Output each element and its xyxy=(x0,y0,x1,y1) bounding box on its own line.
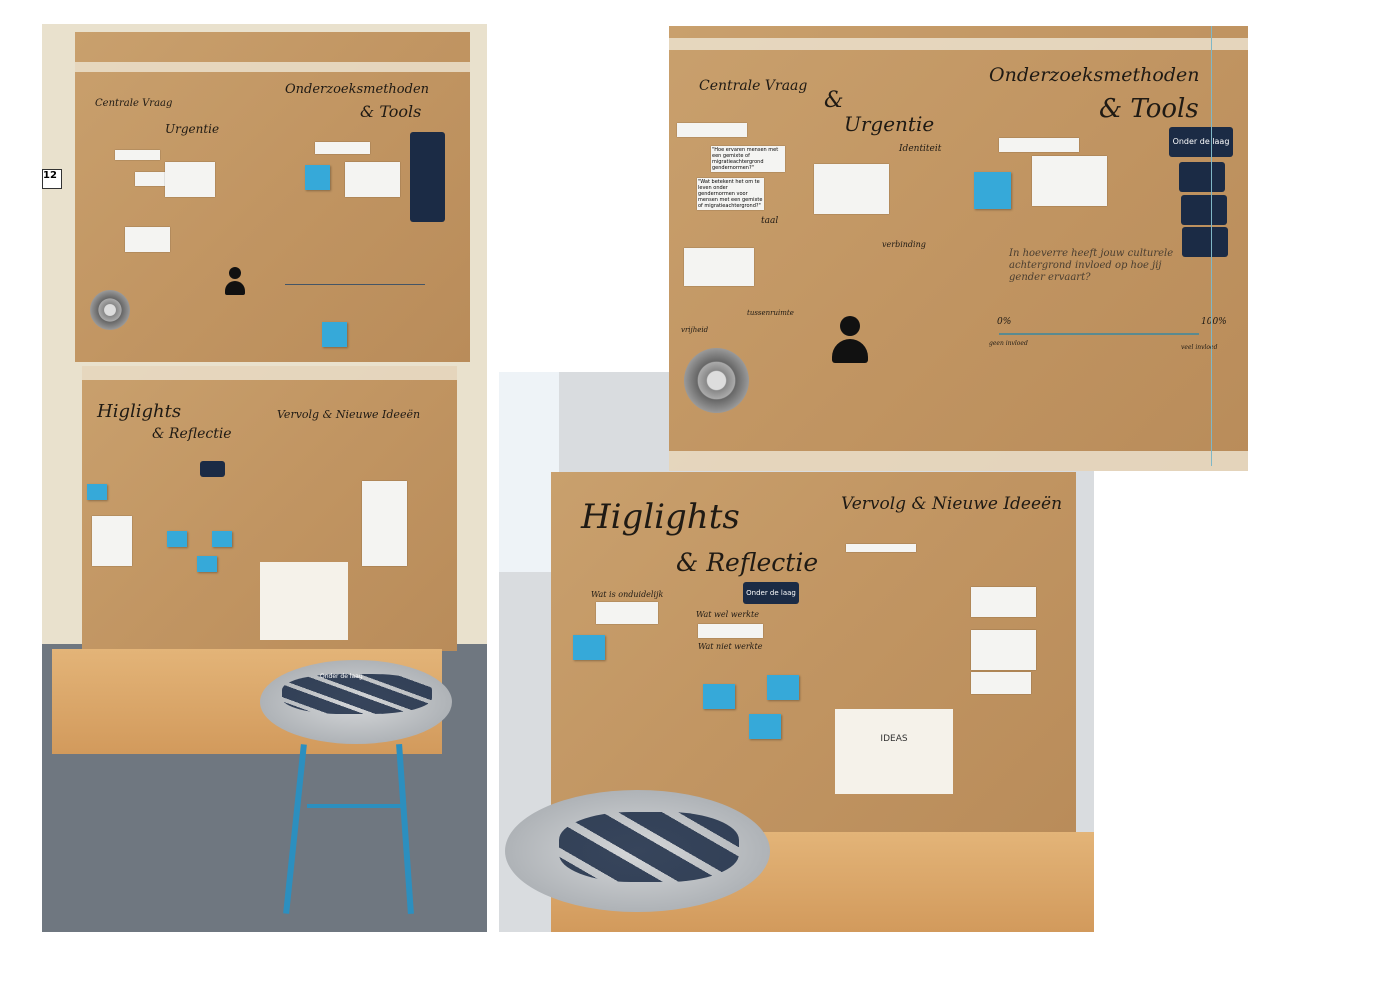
heading-onderzoeksmethoden: Onderzoeksmethoden xyxy=(285,82,430,97)
disc xyxy=(684,348,749,413)
sticky-note xyxy=(749,714,781,739)
card xyxy=(200,461,225,477)
survey-question: In hoeverre heeft jouw culturele achterg… xyxy=(1009,248,1174,283)
label-identiteit: Identiteit xyxy=(899,144,942,154)
heading-onderzoeksmethoden: Onderzoeksmethoden xyxy=(989,64,1200,86)
text-slip xyxy=(684,248,754,286)
scale-min-label: geen invloed xyxy=(989,340,1028,347)
heading-highlights: Higlights xyxy=(97,401,182,422)
sticky-note xyxy=(167,531,187,547)
scale-line xyxy=(999,333,1199,335)
text-slip xyxy=(1032,156,1107,206)
mindmap-center: IDEAS xyxy=(880,734,908,744)
tape-strip xyxy=(82,366,457,380)
sticky-note xyxy=(974,172,1011,209)
scale-max: 100% xyxy=(1201,317,1227,327)
label-vrijheid: vrijheid xyxy=(681,326,709,334)
text-slip xyxy=(999,138,1079,152)
text-slip xyxy=(971,587,1036,617)
board-bottom: Higlights & Reflectie Vervolg & Nieuwe I… xyxy=(82,366,457,651)
sticky-note xyxy=(322,322,347,347)
sticky-note xyxy=(703,684,735,709)
card xyxy=(1181,195,1227,225)
text-slip xyxy=(814,164,889,214)
photo-top-board: Centrale Vraag & Urgentie Onderzoeksmeth… xyxy=(669,26,1248,471)
person-figure xyxy=(225,267,245,295)
board-bottom-closeup: Higlights & Reflectie Vervolg & Nieuwe I… xyxy=(551,472,1076,832)
sticky-note xyxy=(212,531,232,547)
stool-rung xyxy=(307,804,402,808)
mindmap-sheet: IDEAS xyxy=(835,709,953,794)
text-slip xyxy=(362,481,407,566)
card-onder-de-laag: Onder de laag xyxy=(1169,127,1233,157)
text-slip xyxy=(115,150,160,160)
sticky-note xyxy=(197,556,217,572)
quote-2: "Wat betekent het om te leven onder gend… xyxy=(697,178,764,210)
heading-reflectie: & Reflectie xyxy=(152,426,232,442)
sticky-note xyxy=(767,675,799,700)
heading-tools: & Tools xyxy=(360,102,422,121)
label-werkte: Wat wel werkte xyxy=(696,610,759,619)
string-line xyxy=(1211,26,1212,466)
text-slip xyxy=(315,142,370,154)
card xyxy=(1179,162,1225,192)
window xyxy=(499,372,559,572)
person-figure xyxy=(832,316,868,364)
tape-strip xyxy=(75,62,470,72)
wall-sign: 12 xyxy=(42,169,62,189)
photo-full-board: 12 Centrale Vraag Urgentie Onderzoeksmet… xyxy=(42,24,487,932)
mindmap-sheet xyxy=(260,562,348,640)
heading-vervolg: Vervolg & Nieuwe Ideeën xyxy=(277,408,421,421)
heading-highlights: Higlights xyxy=(581,497,740,537)
sticky-note xyxy=(87,484,107,500)
card-stack xyxy=(410,132,445,222)
heading-ampersand: & xyxy=(824,88,844,113)
quote-1: "Hoe ervaren mensen met een gemixte of m… xyxy=(711,146,785,172)
text-slip xyxy=(345,162,400,197)
sticky-note xyxy=(573,635,605,660)
label-onduidelijk: Wat is onduidelijk xyxy=(591,590,664,599)
text-slip xyxy=(125,227,170,252)
text-slip xyxy=(165,162,215,197)
text-slip xyxy=(971,630,1036,670)
heading-centrale-vraag: Centrale Vraag xyxy=(699,78,808,94)
text-slip xyxy=(92,516,132,566)
card xyxy=(1182,227,1228,257)
scale-min: 0% xyxy=(997,317,1012,327)
scale-max-label: veel invloed xyxy=(1181,344,1218,351)
text-slip xyxy=(677,123,747,137)
heading-vervolg: Vervolg & Nieuwe Ideeën xyxy=(841,494,1063,514)
label-niet-werkte: Wat niet werkte xyxy=(698,642,763,651)
tray-card-label: Onder de laag xyxy=(320,673,363,680)
text-slip xyxy=(971,672,1031,694)
card-onder-de-laag: Onder de laag xyxy=(743,582,799,604)
heading-reflectie: & Reflectie xyxy=(676,548,819,577)
label-tussenruimte: tussenruimte xyxy=(747,309,794,317)
heading-centrale-vraag: Centrale Vraag xyxy=(95,98,173,109)
heading-urgentie: Urgentie xyxy=(165,122,220,136)
text-slip xyxy=(846,544,916,552)
label-taal: taal xyxy=(761,216,779,226)
tape-strip xyxy=(669,451,1248,471)
text-slip xyxy=(596,602,658,624)
board-top: Centrale Vraag Urgentie Onderzoeksmethod… xyxy=(75,32,470,362)
sticky-note xyxy=(305,165,330,190)
tray-cards xyxy=(559,812,739,882)
label-verbinding: verbinding xyxy=(882,240,926,249)
tape-strip xyxy=(669,38,1248,50)
scale-line xyxy=(285,284,425,285)
tray-cards xyxy=(282,674,432,714)
text-slip xyxy=(698,624,763,638)
heading-urgentie: Urgentie xyxy=(844,112,935,136)
heading-tools: & Tools xyxy=(1099,94,1199,124)
disc xyxy=(90,290,130,330)
